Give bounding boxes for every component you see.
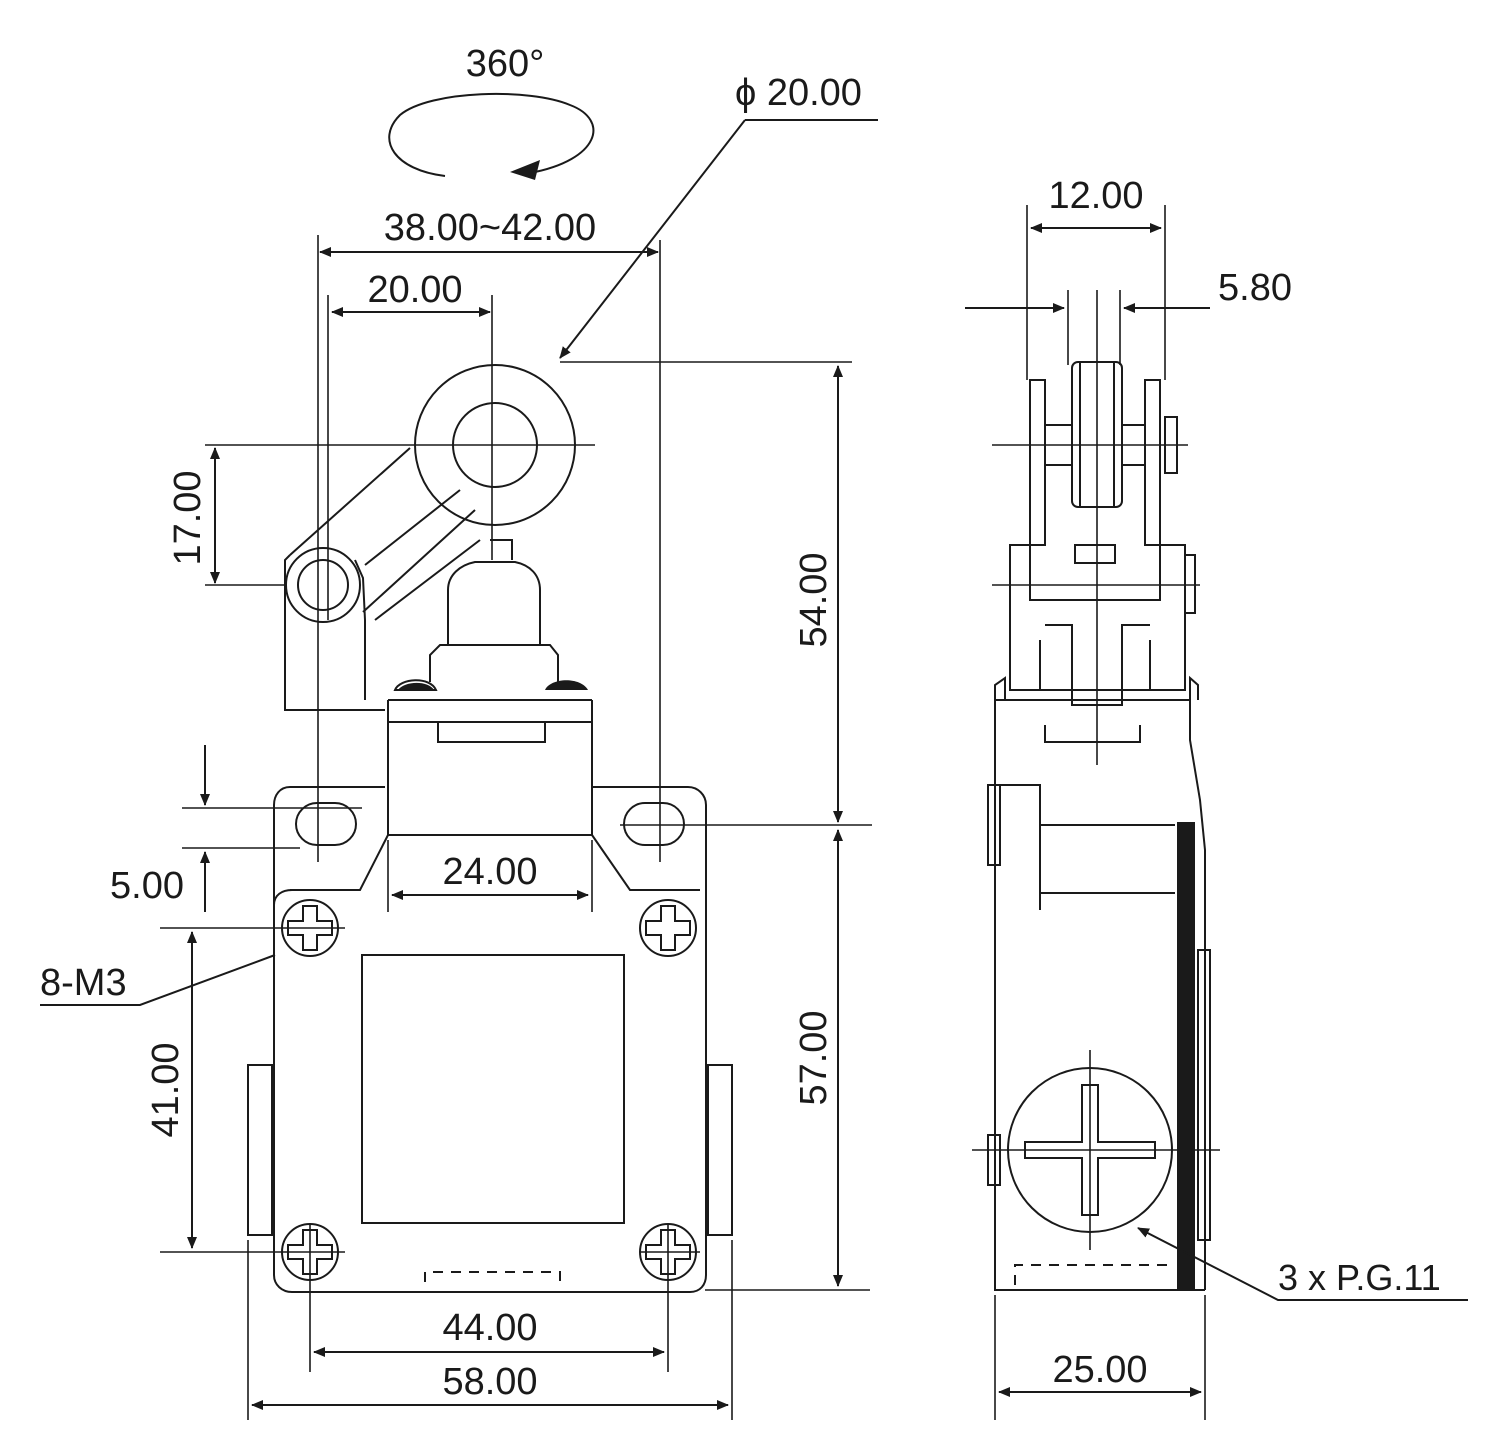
dim-label-hole-spacing-horizontal: 44.00 — [442, 1307, 537, 1349]
dim-pg11: 3 x P.G.11 — [1137, 1227, 1468, 1301]
dim-label-roller-thickness: 5.80 — [1218, 267, 1292, 309]
dim-label-body-depth: 25.00 — [1052, 1349, 1147, 1391]
dim-5-80: 5.80 — [965, 267, 1292, 313]
phillips-screw-icon — [639, 899, 697, 957]
rotation-arrow-icon — [388, 92, 595, 180]
dim-label-arm-height: 17.00 — [167, 470, 209, 565]
dim-57: 57.00 — [793, 829, 843, 1287]
dim-label-head-width: 24.00 — [442, 851, 537, 893]
side-view: 12.00 5.80 3 x P.G.11 25.00 — [965, 175, 1468, 1420]
dim-54: 54.00 — [793, 365, 843, 823]
roller-fork — [1029, 361, 1178, 546]
dim-41: 41.00 — [145, 931, 197, 1249]
dim-12: 12.00 — [1030, 175, 1162, 233]
dim-label-mount-offset: 5.00 — [110, 865, 184, 907]
dim-44: 44.00 — [313, 1307, 665, 1357]
dim-label-body-width: 58.00 — [442, 1361, 537, 1403]
dim-label-conduit-spec: 3 x P.G.11 — [1278, 1257, 1441, 1298]
dim-20: 20.00 — [331, 269, 491, 317]
dim-label-hole-spacing-vertical: 41.00 — [145, 1042, 187, 1137]
plunger — [429, 539, 559, 682]
switch-head — [387, 679, 593, 836]
dim-label-rotation: 360° — [466, 43, 545, 85]
dim-label-upper-height: 54.00 — [793, 552, 835, 647]
side-body — [987, 675, 1211, 1291]
dim-label-roller-width: 12.00 — [1048, 175, 1143, 217]
side-extension-lines — [972, 205, 1220, 1420]
dim-label-roller-diameter: ϕ 20.00 — [735, 72, 862, 114]
dim-58: 58.00 — [251, 1361, 729, 1410]
dim-5: 5.00 — [110, 745, 210, 912]
dim-24: 24.00 — [391, 851, 589, 900]
front-extension-lines — [160, 235, 872, 1420]
dim-label-arm-offset: 20.00 — [367, 269, 462, 311]
dim-38-42: 38.00~42.00 — [319, 207, 659, 257]
switch-body — [247, 850, 733, 1293]
dim-8-m3: 8-M3 — [40, 954, 276, 1006]
dim-label-lower-height: 57.00 — [793, 1010, 835, 1105]
dim-rotation: 360° — [466, 43, 545, 85]
dim-label-arm-width-range: 38.00~42.00 — [384, 207, 596, 249]
front-view: 38.00~42.00 20.00 360° ϕ 20.00 17.00 54.… — [40, 43, 878, 1420]
dim-roller-diameter: ϕ 20.00 — [559, 72, 878, 359]
lever-housing — [1009, 544, 1196, 706]
dim-17: 17.00 — [167, 447, 220, 584]
dim-label-screw-spec: 8-M3 — [40, 962, 127, 1004]
dim-25: 25.00 — [998, 1349, 1202, 1397]
mounting-flange — [273, 786, 707, 891]
